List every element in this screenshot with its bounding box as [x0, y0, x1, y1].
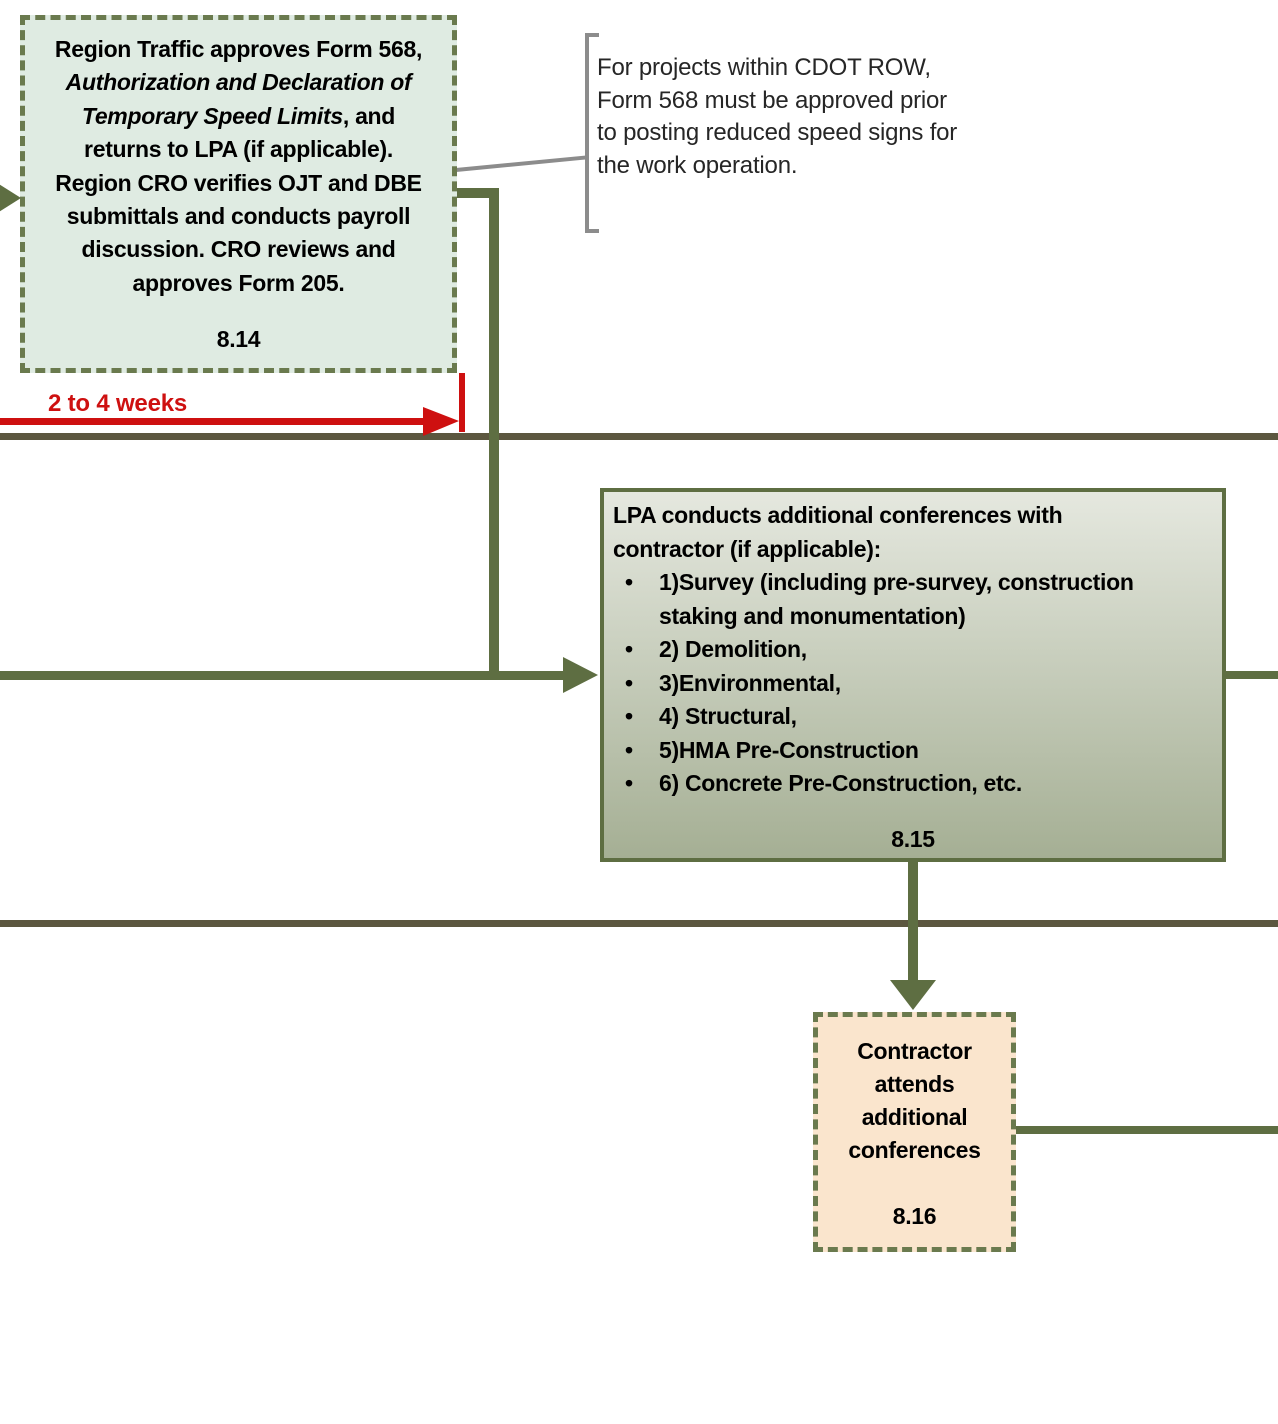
step-8-15-ref: 8.15	[891, 825, 935, 852]
step-8-15-intro: LPA conducts additional conferences with…	[613, 502, 1063, 562]
step-8-14-line-italic: Authorization and Declaration of	[65, 69, 412, 96]
list-item: 6) Concrete Pre-Construction, etc.	[613, 767, 1212, 801]
list-item: 3)Environmental,	[613, 667, 1212, 701]
callout-bracket-icon	[585, 33, 599, 233]
flow-arrow-shaft-815-to-816	[908, 860, 918, 982]
step-8-14-ref: 8.14	[216, 325, 261, 352]
connector-814-elbow-horizontal	[455, 188, 499, 198]
step-8-14-roman-segment: , and	[342, 102, 396, 129]
flow-stub-816-right	[1014, 1126, 1278, 1134]
incoming-arrowhead-icon	[0, 181, 21, 215]
connector-814-elbow-vertical	[489, 188, 499, 680]
flow-arrowhead-into-815-icon	[563, 657, 598, 693]
swimlane-divider-top	[0, 433, 1278, 440]
step-8-16-box: Contractor attends additional conference…	[813, 1012, 1016, 1252]
step-8-14-line: submittals and conducts payroll	[66, 203, 411, 230]
list-item: 2) Demolition,	[613, 633, 1212, 667]
list-item: 1)Survey (including pre-survey, construc…	[613, 566, 1212, 633]
flow-arrow-shaft-into-815	[0, 671, 567, 680]
step-8-14-line-mixed: Temporary Speed Limits, and	[29, 100, 448, 133]
step-8-15-box: LPA conducts additional conferences with…	[600, 488, 1226, 862]
flow-stub-815-right	[1224, 671, 1278, 679]
callout-connector-line	[455, 155, 587, 172]
flow-arrowhead-into-816-icon	[890, 980, 936, 1010]
step-8-14-line: Region Traffic approves Form 568,	[54, 36, 423, 62]
step-8-14-line: Region CRO verifies OJT and DBE	[55, 169, 422, 196]
list-item: 4) Structural,	[613, 700, 1212, 734]
step-8-15-conference-list: 1)Survey (including pre-survey, construc…	[613, 566, 1212, 801]
step-8-14-line: returns to LPA (if applicable).	[84, 136, 393, 163]
timeline-end-bar	[459, 373, 465, 432]
step-8-16-text: Contractor attends additional conference…	[848, 1038, 981, 1163]
step-8-16-ref: 8.16	[892, 1203, 937, 1229]
timeline-arrow-shaft	[0, 418, 444, 425]
step-8-14-box: Region Traffic approves Form 568, Author…	[20, 15, 457, 373]
list-item: 5)HMA Pre-Construction	[613, 734, 1212, 768]
step-8-14-line: discussion. CRO reviews and	[81, 236, 396, 263]
swimlane-divider-bottom	[0, 920, 1278, 927]
step-8-14-line: approves Form 205.	[132, 269, 345, 296]
timeline-label: 2 to 4 weeks	[48, 390, 188, 417]
timeline-arrowhead-icon	[423, 407, 459, 436]
step-8-14-italic-segment: Temporary Speed Limits	[81, 102, 343, 129]
callout-note-text: For projects within CDOT ROW, Form 568 m…	[597, 54, 958, 179]
